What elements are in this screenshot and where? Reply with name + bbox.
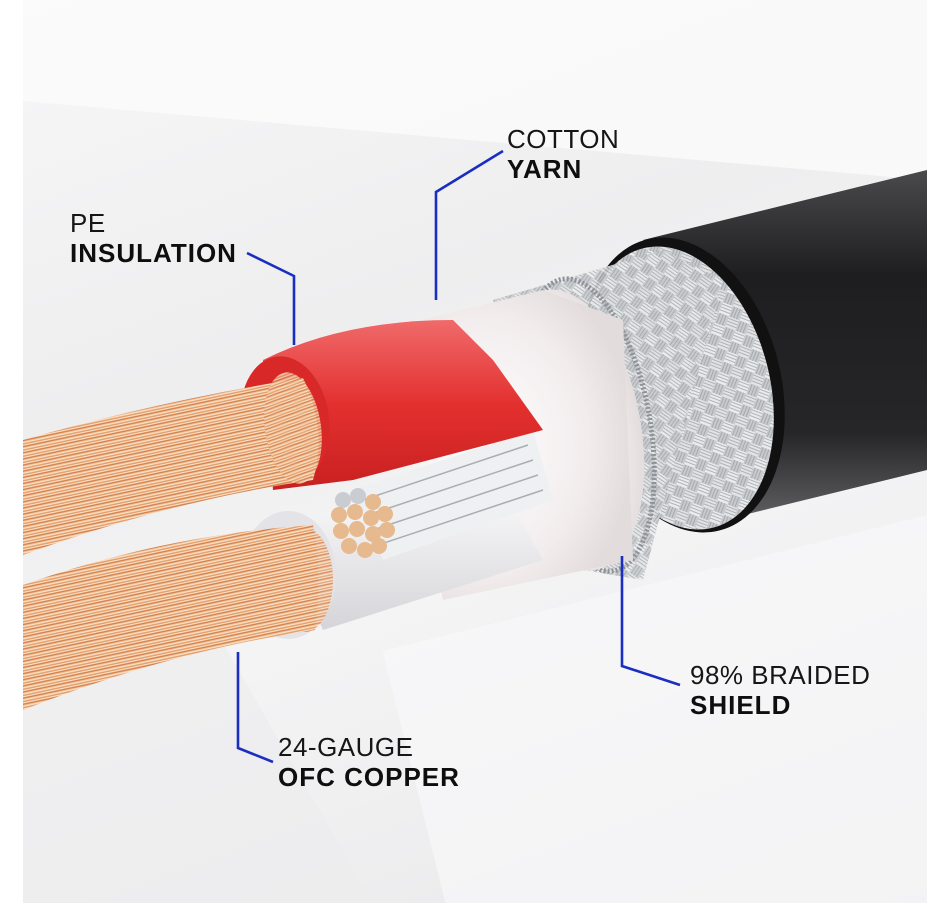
callout-line-cotton-yarn xyxy=(434,149,504,300)
label-line1: PE xyxy=(70,208,106,238)
callout-line-braided-shield xyxy=(620,556,681,687)
label-line2: INSULATION xyxy=(70,238,237,268)
red-insulation xyxy=(263,320,543,490)
copper-strands-upper xyxy=(23,378,319,555)
label-line2: YARN xyxy=(507,154,583,184)
label-ofc-copper: 24-GAUGE OFC COPPER xyxy=(278,734,460,790)
label-line1: COTTON xyxy=(507,124,620,154)
callout-line-pe-insulation xyxy=(246,251,296,345)
diagram-canvas: PE INSULATION COTTON YARN 98% BRAIDED SH… xyxy=(23,0,927,903)
label-braided-shield: 98% BRAIDED SHIELD xyxy=(690,662,870,718)
label-line2: SHIELD xyxy=(690,690,792,720)
label-pe-insulation: PE INSULATION xyxy=(70,210,237,266)
callout-line-ofc-copper xyxy=(236,652,274,764)
strand-bundle xyxy=(331,488,395,558)
label-line2: OFC COPPER xyxy=(278,762,460,792)
cable-illustration xyxy=(23,149,927,764)
label-cotton-yarn: COTTON YARN xyxy=(507,126,619,182)
copper-strands-lower xyxy=(23,525,319,710)
label-line1: 24-GAUGE xyxy=(278,732,414,762)
callout-lines xyxy=(236,149,681,764)
label-line1: 98% BRAIDED xyxy=(690,660,871,690)
